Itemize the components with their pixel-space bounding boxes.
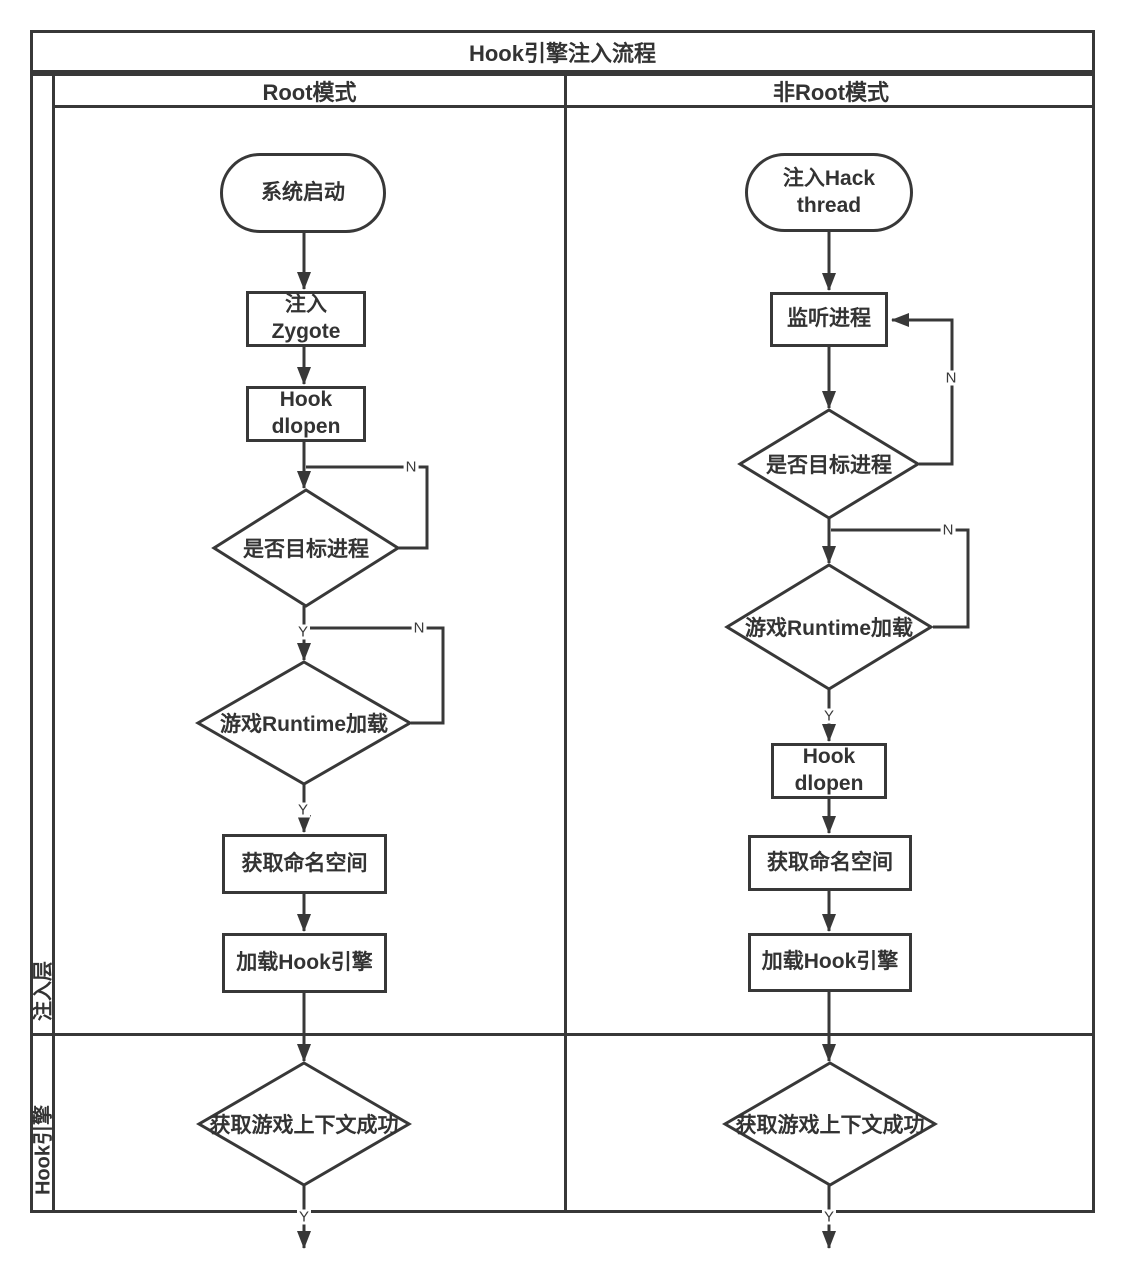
nonroot-get-namespace-node: 获取命名空间 <box>748 835 912 891</box>
root-get-namespace-label: 获取命名空间 <box>241 851 368 875</box>
nonroot-decision-target-process: 是否目标进程 <box>740 410 918 518</box>
nonroot-decision-context-success-label: 获取游戏上下文成功 <box>735 1114 925 1137</box>
root-runtime-no-label: N <box>411 619 427 637</box>
nonroot-target-process-no-label: N <box>943 369 959 387</box>
nonroot-monitor-process-node: 监听进程 <box>770 292 888 347</box>
column-divider <box>564 73 567 1213</box>
nonroot-load-hook-engine-label: 加载Hook引擎 <box>761 950 899 974</box>
root-start-node: 系统启动 <box>220 153 386 233</box>
nonroot-decision-runtime-loaded: 游戏Runtime加载 <box>727 565 931 689</box>
nonroot-hook-dlopen-node: Hook dlopen <box>771 743 887 799</box>
root-target-process-no-label: N <box>403 458 419 476</box>
label-column-divider <box>52 73 55 1213</box>
column-header-nonroot: 非Root模式 <box>772 79 890 105</box>
root-decision-target-process-label: 是否目标进程 <box>243 538 369 561</box>
row-label-hook-engine: Hook引擎 <box>32 1105 55 1195</box>
root-inject-zygote-node: 注入 Zygote <box>246 291 366 347</box>
nonroot-decision-runtime-loaded-label: 游戏Runtime加载 <box>745 617 913 640</box>
root-load-hook-engine-label: 加载Hook引擎 <box>236 950 373 974</box>
root-decision-runtime-loaded-label: 游戏Runtime加载 <box>220 713 388 736</box>
nonroot-context-yes-label: Y <box>821 1208 837 1226</box>
lane-divider <box>30 1033 1095 1036</box>
nonroot-runtime-yes-label: Y <box>821 707 837 725</box>
nonroot-decision-context-success: 获取游戏上下文成功 <box>725 1063 935 1185</box>
root-start-label: 系统启动 <box>261 180 345 204</box>
swimlane-body-border <box>30 73 1095 1213</box>
header-row-divider <box>55 105 1095 108</box>
nonroot-start-label: 注入Hack thread <box>782 166 876 217</box>
root-target-process-yes-label: Y <box>295 623 311 641</box>
root-get-namespace-node: 获取命名空间 <box>222 834 387 894</box>
root-hook-dlopen-node: Hook dlopen <box>246 386 366 442</box>
nonroot-get-namespace-label: 获取命名空间 <box>767 850 893 874</box>
nonroot-start-node: 注入Hack thread <box>745 153 913 232</box>
root-hook-dlopen-label: Hook dlopen <box>271 388 341 438</box>
root-decision-runtime-loaded: 游戏Runtime加载 <box>198 662 410 784</box>
diagram-title: Hook引擎注入流程 <box>30 30 1095 73</box>
root-context-yes-label: Y <box>296 1208 312 1226</box>
root-decision-context-success: 获取游戏上下文成功 <box>199 1063 409 1185</box>
column-header-root: Root模式 <box>262 79 357 105</box>
root-runtime-yes-label: Y <box>295 801 311 819</box>
root-load-hook-engine-node: 加载Hook引擎 <box>222 933 387 993</box>
root-inject-zygote-label: 注入 Zygote <box>271 293 341 343</box>
nonroot-load-hook-engine-node: 加载Hook引擎 <box>748 933 912 992</box>
nonroot-runtime-no-label: N <box>940 521 956 539</box>
root-decision-target-process: 是否目标进程 <box>214 490 398 606</box>
nonroot-monitor-process-label: 监听进程 <box>787 307 871 331</box>
root-decision-context-success-label: 获取游戏上下文成功 <box>209 1114 399 1137</box>
row-label-inject-layer: 注入层 <box>32 961 55 1021</box>
nonroot-decision-target-process-label: 是否目标进程 <box>766 454 892 477</box>
nonroot-hook-dlopen-label: Hook dlopen <box>794 745 864 795</box>
